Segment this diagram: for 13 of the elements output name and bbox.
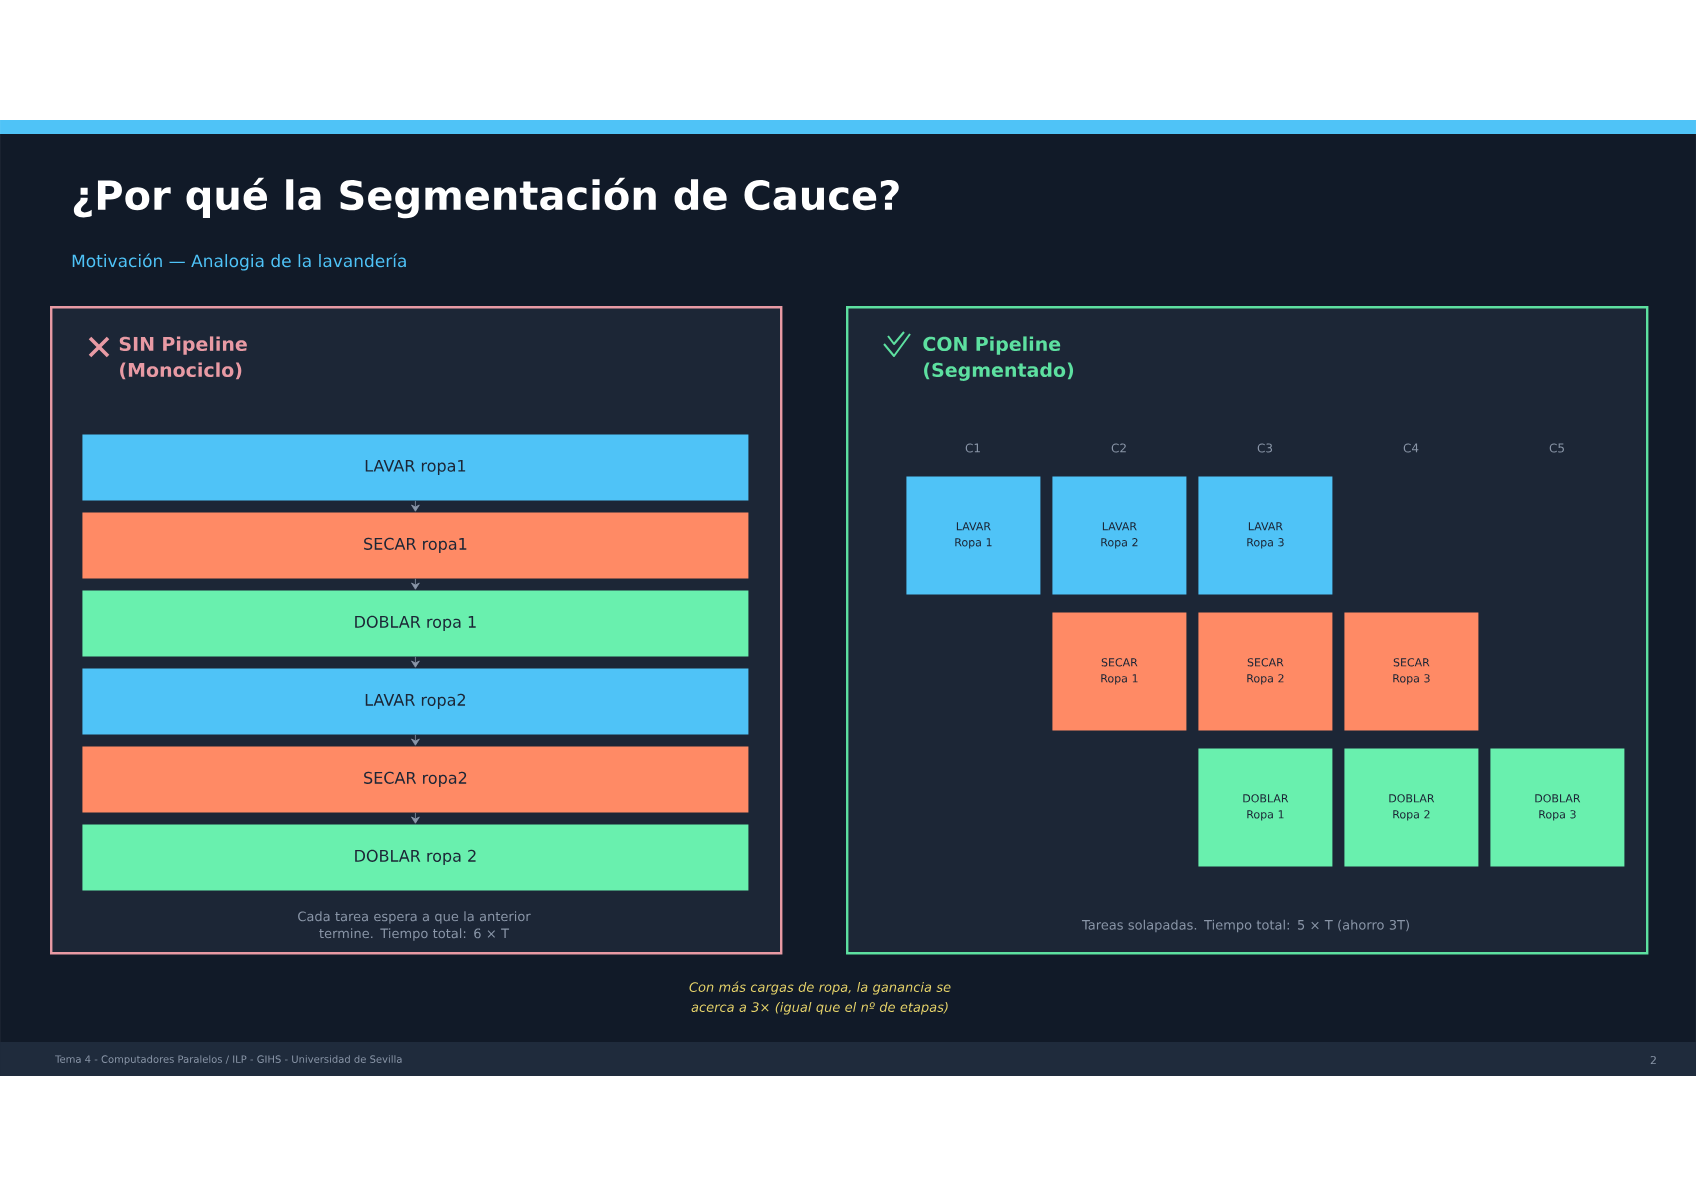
arrow xyxy=(411,656,420,668)
arrow xyxy=(411,734,420,746)
task-box: DOBLAR ropa 1 xyxy=(82,590,749,657)
task-box: SECAR ropa2 xyxy=(82,746,749,813)
subtitle: Motivación — Analogia de la lavandería xyxy=(72,253,406,271)
task-box: LAVAR ropa1 xyxy=(82,434,749,501)
arrow xyxy=(411,500,420,512)
arrow xyxy=(411,812,420,824)
task-box: DOBLAR ropa 2 xyxy=(82,824,749,891)
arrow xyxy=(411,578,420,590)
task-box: LAVAR ropa2 xyxy=(82,668,749,735)
task-box: SECAR ropa1 xyxy=(82,512,749,579)
slide-title: ¿Por qué la Segmentación de Cauce? xyxy=(73,177,899,219)
